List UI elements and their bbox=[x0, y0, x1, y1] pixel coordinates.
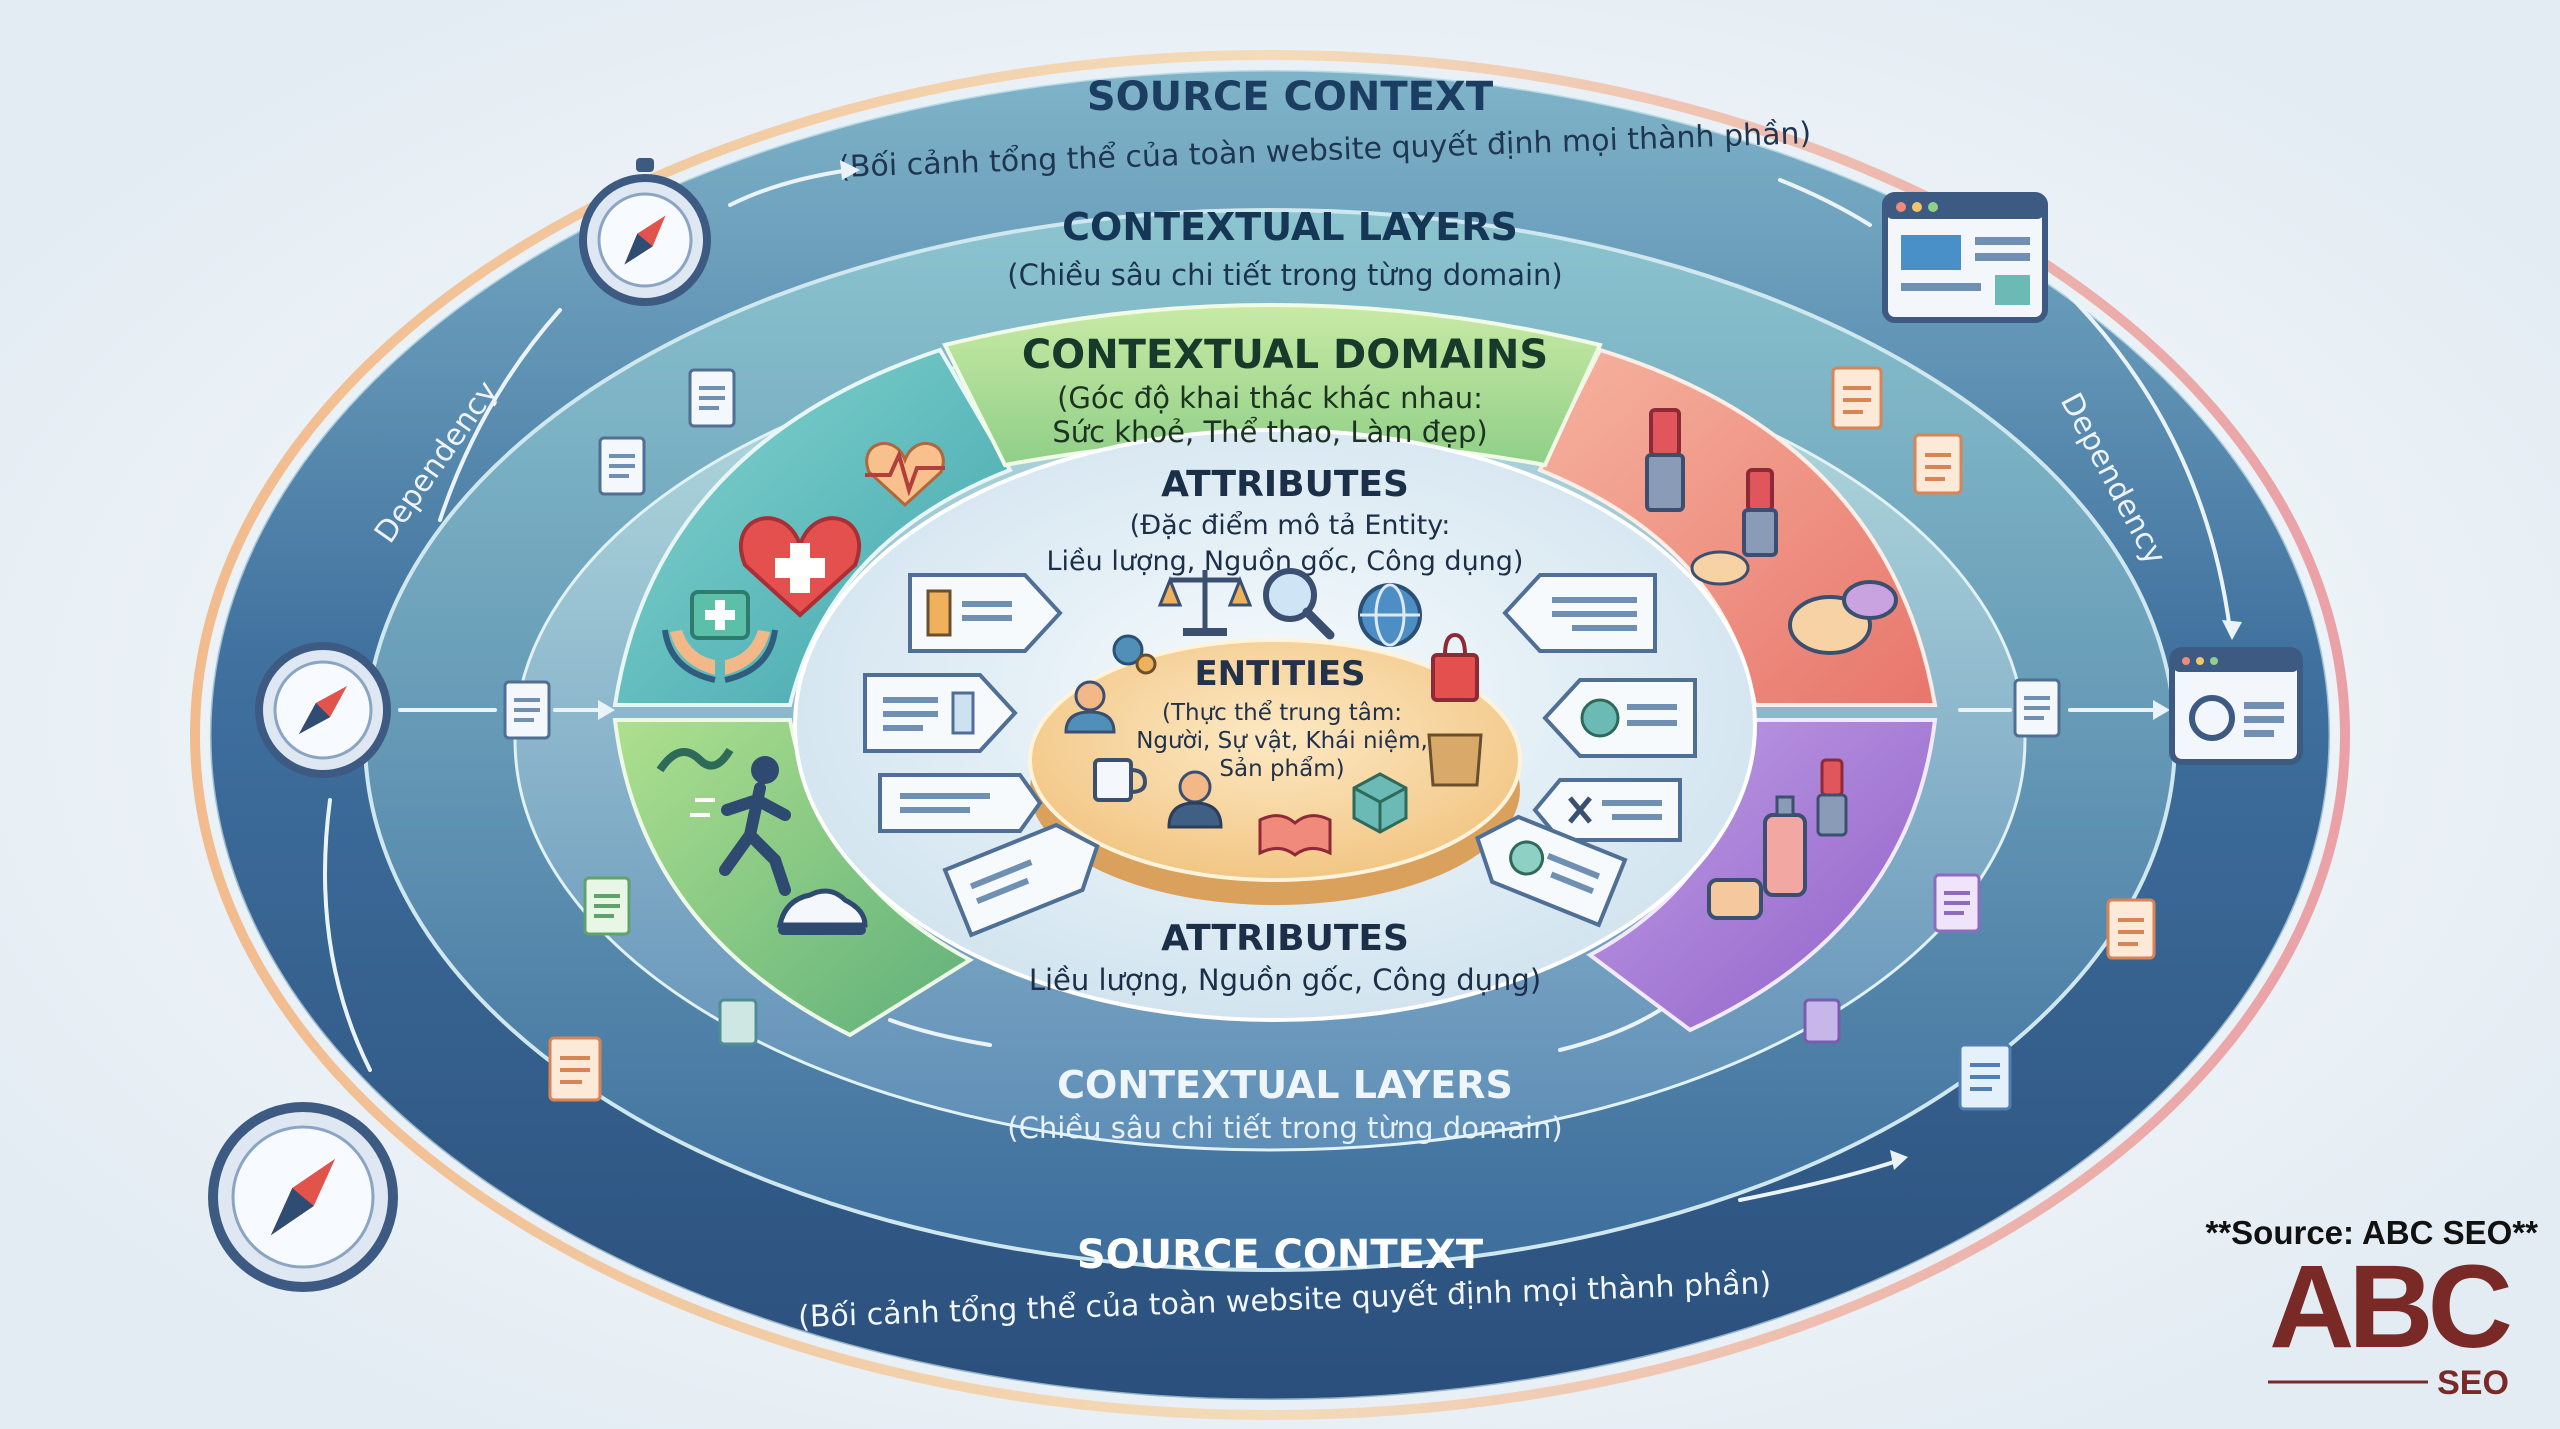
contextual-domains-line1: (Góc độ khai thác khác nhau: bbox=[1057, 381, 1483, 415]
price-tag-icon bbox=[1502, 573, 1657, 653]
perfume-icon bbox=[1763, 795, 1807, 897]
arrow bbox=[1738, 1158, 1902, 1202]
entities-line1: (Thực thể trung tâm: bbox=[1162, 700, 1402, 726]
magnifier-icon bbox=[1263, 568, 1335, 640]
price-tag-icon bbox=[1475, 814, 1628, 928]
lipstick-icon bbox=[1742, 468, 1778, 557]
price-tag-icon bbox=[1532, 778, 1682, 842]
source-credit: **Source: ABC SEO** bbox=[2205, 1214, 2538, 1251]
entities-line2: Người, Sự vật, Khái niệm, bbox=[1136, 728, 1428, 754]
contextual-domains-title: CONTEXTUAL DOMAINS bbox=[1022, 332, 1548, 378]
browser-window-icon bbox=[2169, 647, 2303, 765]
product-bag-icon bbox=[1427, 733, 1483, 787]
gears-icon bbox=[1112, 634, 1157, 675]
compass-icon bbox=[208, 1102, 398, 1292]
contextual-layers-bottom-title: CONTEXTUAL LAYERS bbox=[1057, 1063, 1513, 1107]
document-icon bbox=[503, 680, 551, 740]
source-context-top-title: SOURCE CONTEXT bbox=[1087, 74, 1494, 120]
runner-icon bbox=[690, 756, 791, 896]
flow-arrows bbox=[323, 168, 2232, 1202]
shopping-bag-icon bbox=[1431, 632, 1479, 702]
attributes-top-title: ATTRIBUTES bbox=[1161, 464, 1409, 505]
lipstick-icon bbox=[1645, 408, 1685, 512]
arrow bbox=[888, 1018, 992, 1047]
compass-icon bbox=[579, 158, 711, 306]
mug-icon bbox=[1093, 758, 1148, 802]
arrow-head bbox=[598, 700, 615, 720]
logo-tag: SEO bbox=[2437, 1364, 2509, 1402]
source-context-bottom-title: SOURCE CONTEXT bbox=[1077, 1232, 1484, 1278]
document-icon bbox=[1958, 1043, 2012, 1111]
contextual-layers-top-subtitle: (Chiều sâu chi tiết trong từng domain) bbox=[1007, 258, 1562, 292]
box-icon bbox=[1352, 772, 1408, 834]
document-icon bbox=[688, 368, 736, 428]
sneaker-icon bbox=[776, 888, 868, 935]
entities-title: ENTITIES bbox=[1194, 654, 1365, 694]
abc-seo-logo: ABC SEO bbox=[2268, 1241, 2516, 1402]
source-context-ring-edge bbox=[208, 68, 2332, 1402]
document-icon bbox=[1803, 998, 1841, 1044]
price-tag-icon bbox=[878, 773, 1043, 833]
document-icon bbox=[1933, 873, 1981, 933]
arrow bbox=[1778, 178, 1872, 227]
person-icon bbox=[1167, 770, 1223, 829]
contextual-layers-bottom-subtitle: (Chiều sâu chi tiết trong từng domain) bbox=[1007, 1111, 1562, 1145]
document-icon bbox=[1913, 433, 1963, 495]
book-icon bbox=[1258, 814, 1332, 857]
arrow-heads bbox=[598, 160, 2242, 1170]
sport-ribbon-icon bbox=[656, 747, 734, 773]
price-tag-icon bbox=[942, 822, 1100, 938]
arrow-head bbox=[2153, 700, 2170, 720]
document-icon bbox=[2013, 678, 2061, 738]
contextual-domains-line2: Sức khoẻ, Thể thao, Làm đẹp) bbox=[1052, 415, 1487, 449]
lipstick-icon bbox=[1816, 758, 1848, 837]
heartbeat-icon bbox=[865, 442, 945, 508]
arrow bbox=[728, 168, 852, 207]
attributes-top-line1: (Đặc điểm mô tả Entity: bbox=[1130, 510, 1451, 541]
arrow-head bbox=[2222, 620, 2242, 640]
document-icon bbox=[2106, 898, 2156, 960]
arrow-head bbox=[840, 160, 860, 180]
person-icon bbox=[1064, 680, 1116, 734]
attributes-bottom-title: ATTRIBUTES bbox=[1161, 918, 1409, 959]
arrow-head bbox=[1890, 1150, 1908, 1170]
cream-jar-icon bbox=[1788, 580, 1898, 655]
price-tag-icon bbox=[863, 673, 1018, 753]
price-tag-icon bbox=[1542, 678, 1697, 758]
globe-icon bbox=[1358, 583, 1422, 647]
arrow bbox=[2018, 248, 2232, 632]
logo-letters: ABC bbox=[2269, 1241, 2509, 1373]
arrow bbox=[1558, 1008, 1662, 1052]
document-icon bbox=[598, 436, 646, 496]
arrow bbox=[323, 798, 372, 1072]
lipstick-icon bbox=[1690, 550, 1750, 586]
arrow bbox=[438, 308, 562, 522]
scale-icon bbox=[1157, 570, 1253, 636]
price-tag-icon bbox=[908, 573, 1063, 653]
document-icon bbox=[548, 1036, 602, 1102]
document-icon bbox=[1831, 366, 1883, 430]
document-icon bbox=[718, 998, 758, 1046]
document-icon bbox=[583, 876, 631, 936]
contextual-layers-top-title: CONTEXTUAL LAYERS bbox=[1062, 205, 1518, 249]
browser-window-icon bbox=[1882, 192, 2048, 323]
attributes-bottom-subtitle: Liều lượng, Nguồn gốc, Công dụng) bbox=[1029, 963, 1541, 997]
cream-jar-icon bbox=[1707, 878, 1763, 920]
heart-medical-icon bbox=[739, 516, 861, 618]
entities-line3: Sản phẩm) bbox=[1219, 756, 1344, 782]
outer-glow-rim bbox=[190, 50, 2350, 1420]
compass-icon bbox=[255, 642, 391, 778]
medical-kit-hands-icon bbox=[662, 590, 778, 683]
